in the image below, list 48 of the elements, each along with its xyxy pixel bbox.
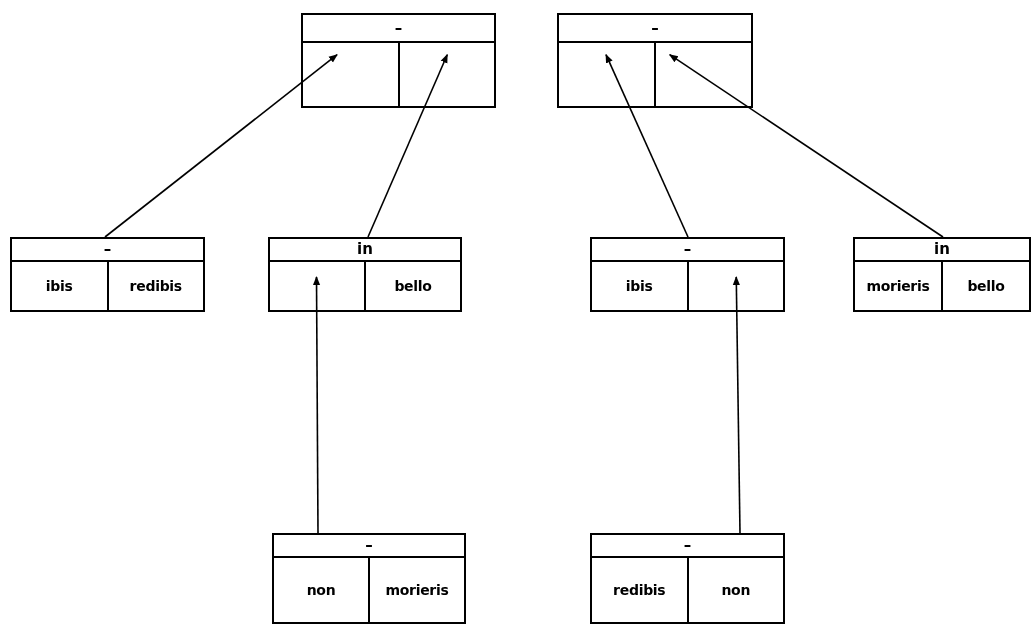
- record-field: [272, 556, 370, 624]
- empty-field: [301, 41, 400, 108]
- empty-field: [686, 260, 785, 312]
- record-field: [368, 556, 466, 624]
- record-box: [301, 13, 496, 108]
- record-field: [853, 260, 943, 312]
- field-text: ibis: [45, 278, 73, 294]
- record-header-text: –: [365, 538, 373, 553]
- field-text: morieris: [385, 582, 449, 598]
- field-text: bello: [394, 278, 432, 294]
- arrow: [732, 276, 741, 534]
- record-box: [590, 533, 785, 624]
- record-header-text: –: [651, 20, 659, 36]
- record-box: [557, 13, 753, 108]
- record-header-text: in: [934, 242, 950, 257]
- arrow: [668, 53, 944, 238]
- empty-field: [397, 41, 496, 108]
- record-box: [272, 533, 466, 624]
- arrow: [312, 276, 321, 534]
- field-text: bello: [967, 278, 1005, 294]
- empty-field: [654, 41, 753, 108]
- record-box: [853, 237, 1031, 312]
- record-field: [686, 556, 785, 624]
- record-header-text: –: [683, 538, 692, 553]
- record-header-text: –: [394, 20, 403, 36]
- record-field: [106, 260, 205, 312]
- field-text: redibis: [129, 278, 182, 294]
- record-field: [590, 260, 689, 312]
- record-box: [590, 237, 785, 312]
- arrow: [605, 53, 689, 238]
- record-field: [364, 260, 462, 312]
- field-text: ibis: [625, 278, 653, 294]
- record-header-text: –: [683, 242, 692, 257]
- record-header-text: in: [357, 242, 373, 257]
- record-field: [10, 260, 109, 312]
- empty-field: [268, 260, 366, 312]
- field-text: non: [306, 582, 336, 598]
- record-box: [10, 237, 205, 312]
- empty-field: [557, 41, 656, 108]
- record-field: [590, 556, 689, 624]
- field-text: non: [721, 582, 751, 598]
- record-box: [268, 237, 462, 312]
- field-text: morieris: [866, 278, 930, 294]
- field-text: redibis: [613, 582, 666, 598]
- record-field: [941, 260, 1031, 312]
- arrow: [367, 53, 449, 238]
- arrow: [104, 53, 338, 238]
- record-header-text: –: [103, 242, 112, 257]
